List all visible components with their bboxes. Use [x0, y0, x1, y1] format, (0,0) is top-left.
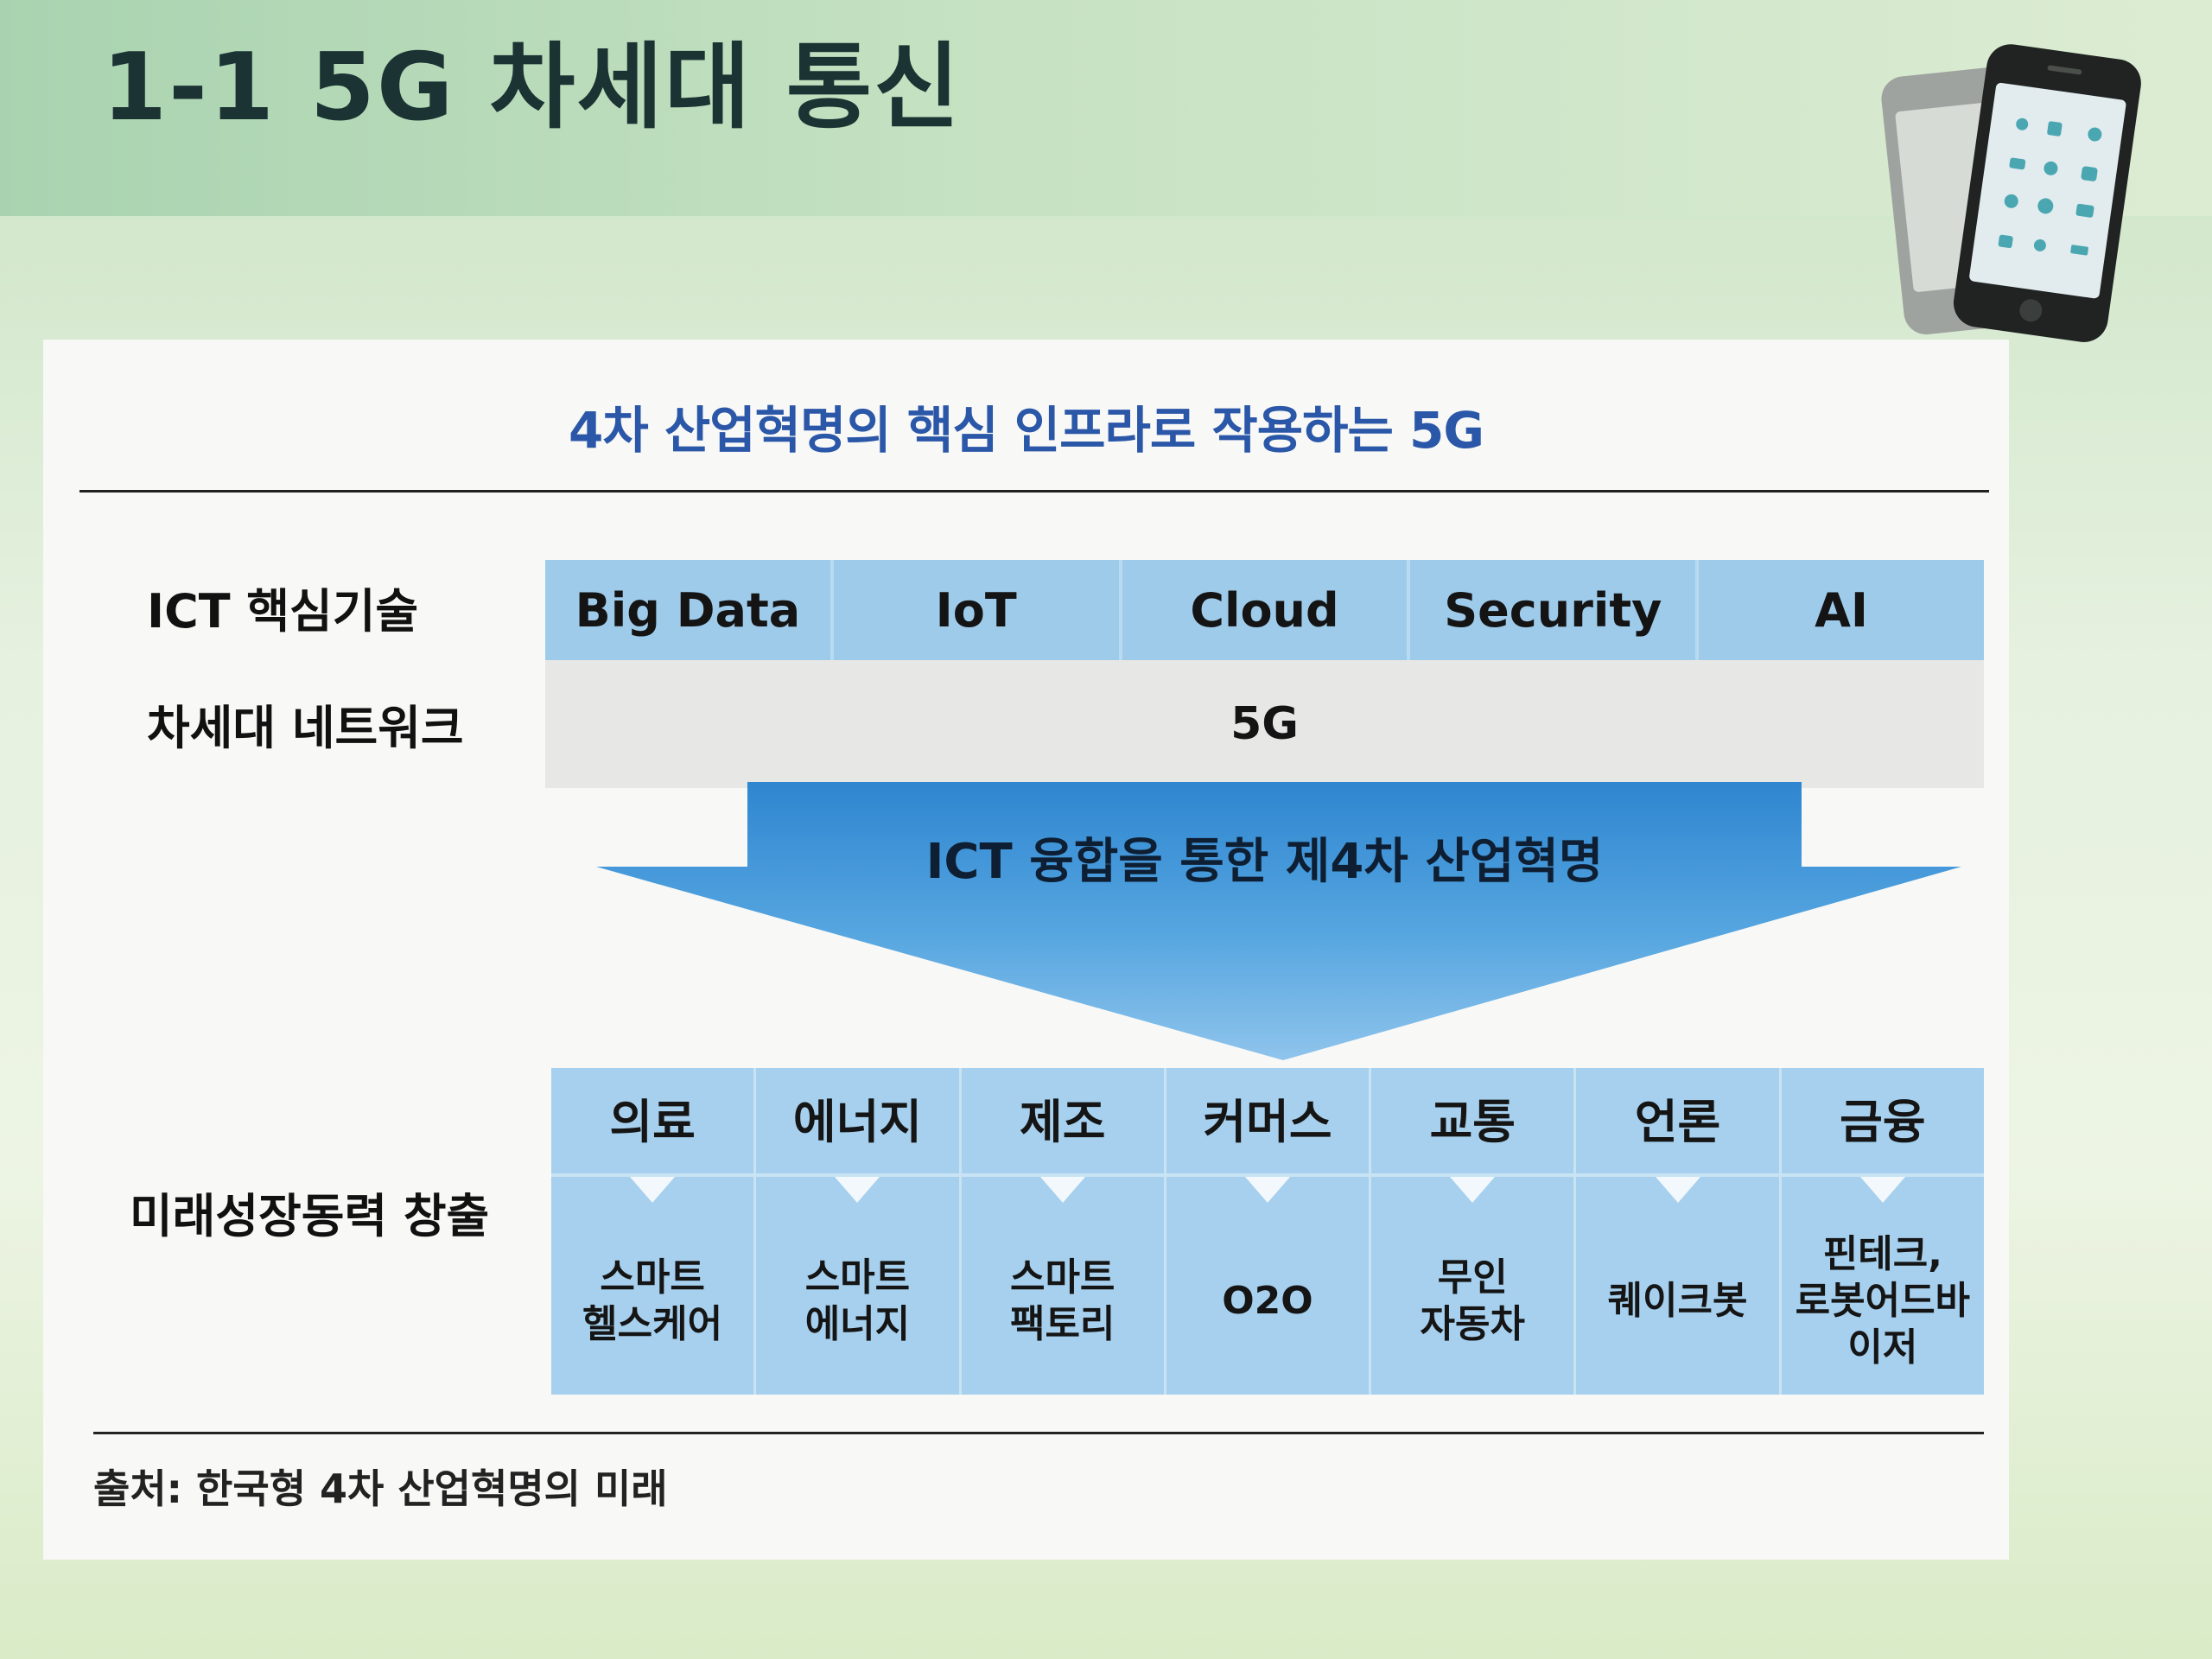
industry-name: 에너지: [792, 1095, 922, 1149]
tech-row: Big Data IoT Cloud Security AI: [545, 560, 1984, 660]
divider: [551, 1173, 754, 1177]
industry-column: 에너지 스마트 에너지: [756, 1068, 962, 1395]
row-label-tech: ICT 핵심기술: [147, 584, 419, 639]
divider: [961, 1173, 1164, 1177]
figure-panel: 4차 산업혁명의 핵심 인프라로 작용하는 5G ICT 핵심기술 차세대 네트…: [43, 340, 2009, 1560]
industry-column: 교통 무인 자동차: [1371, 1068, 1577, 1395]
triangle-down-icon: [1450, 1177, 1496, 1203]
figure-title: 4차 산업혁명의 핵심 인프라로 작용하는 5G: [568, 401, 1484, 460]
industry-result: 무인 자동차: [1420, 1255, 1525, 1346]
industry-name: 커머스: [1203, 1095, 1332, 1149]
tech-cell: IoT: [834, 560, 1122, 660]
industry-name: 교통: [1429, 1095, 1516, 1149]
row-label-network: 차세대 네트워크: [147, 701, 464, 755]
arrow-label: ICT 융합을 통한 제4차 산업혁명: [925, 834, 1604, 890]
down-arrow-icon: [596, 782, 1961, 1060]
triangle-down-icon: [835, 1177, 880, 1203]
industry-result: O2O: [1222, 1279, 1313, 1323]
triangle-down-icon: [1039, 1177, 1085, 1203]
smartphone-icon: [1881, 44, 2141, 342]
top-rule: [79, 490, 1989, 493]
bottom-rule: [93, 1432, 1984, 1434]
network-bar: 5G: [545, 660, 1984, 788]
industry-result: 핀테크, 로봇어드바 이저: [1795, 1232, 1971, 1370]
industry-result: 스마트 팩토리: [1009, 1255, 1116, 1346]
industry-name: 금융: [1840, 1095, 1926, 1149]
triangle-down-icon: [1244, 1177, 1290, 1203]
divider: [1576, 1173, 1779, 1177]
industry-name: 제조: [1020, 1095, 1106, 1149]
divider: [1371, 1173, 1574, 1177]
divider: [1781, 1173, 1984, 1177]
industry-column: 의료 스마트 헬스케어: [551, 1068, 757, 1395]
divider: [756, 1173, 959, 1177]
industry-result: 퀘이크봇: [1607, 1279, 1748, 1323]
industry-column: 제조 스마트 팩토리: [961, 1068, 1166, 1395]
industry-result: 스마트 헬스케어: [582, 1255, 723, 1346]
industry-column: 커머스 O2O: [1166, 1068, 1372, 1395]
tech-cell: Big Data: [545, 560, 834, 660]
industry-column: 언론 퀘이크봇: [1576, 1068, 1782, 1395]
network-label: 5G: [1230, 698, 1299, 750]
triangle-down-icon: [630, 1177, 676, 1203]
industry-name: 언론: [1634, 1095, 1721, 1149]
title-band: [0, 0, 2212, 216]
triangle-down-icon: [1655, 1177, 1700, 1203]
triangle-down-icon: [1859, 1177, 1905, 1203]
slide-title: 1-1 5G 차세대 통신: [102, 34, 962, 142]
tech-cell: Security: [1410, 560, 1700, 660]
industry-name: 의료: [609, 1095, 696, 1149]
industry-result: 스마트 에너지: [804, 1255, 911, 1346]
industry-grid: 의료 스마트 헬스케어 에너지 스마트 에너지 제조 스마트 팩토리 커머스 O…: [551, 1068, 1984, 1395]
divider: [1166, 1173, 1370, 1177]
tech-cell: AI: [1815, 582, 1869, 638]
tech-cell: Cloud: [1122, 560, 1411, 660]
industry-column: 금융 핀테크, 로봇어드바 이저: [1781, 1068, 1984, 1395]
row-label-future: 미래성장동력 창출: [130, 1189, 490, 1243]
source-note: 출처: 한국형 4차 산업혁명의 미래: [93, 1465, 668, 1512]
